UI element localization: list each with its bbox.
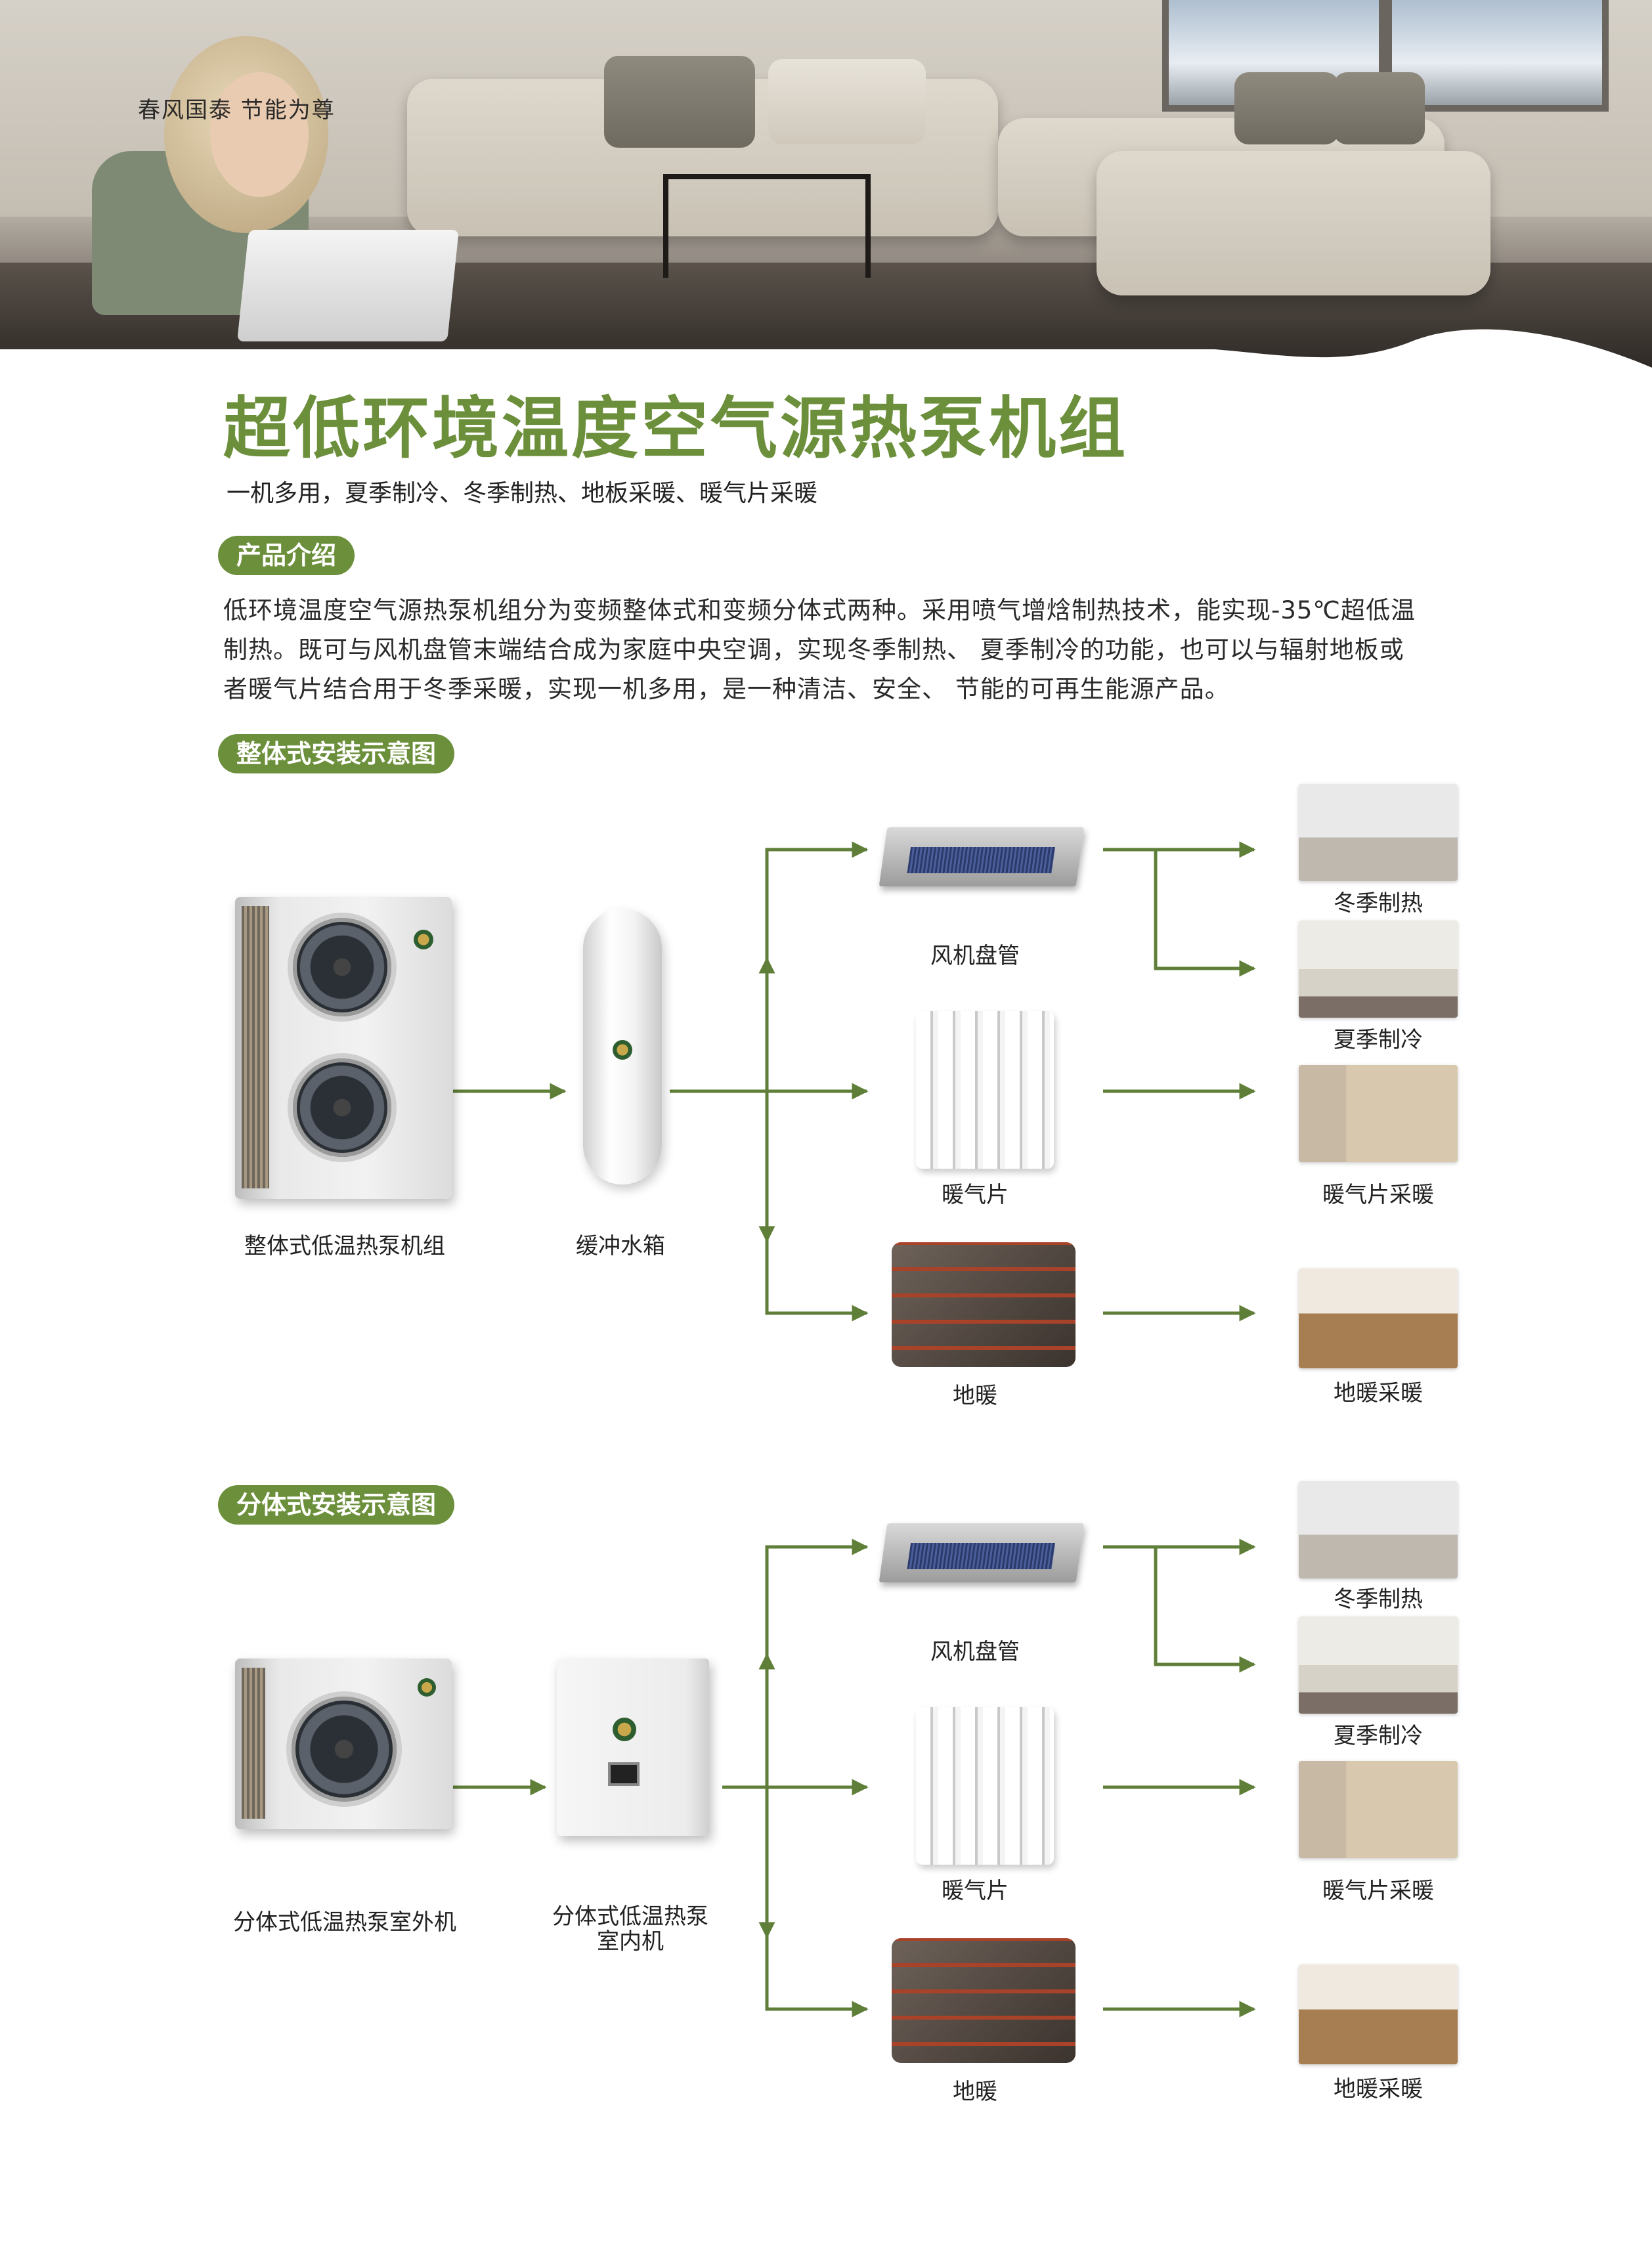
result-label: 地暖采暖 xyxy=(1334,2076,1423,2102)
winter-heating-photo xyxy=(1299,1481,1458,1578)
fan-coil-coil xyxy=(907,1543,1056,1569)
intro-line: 低环境温度空气源热泵机组分为变频整体式和变频分体式两种。采用喷气增焓制热技术，能… xyxy=(223,596,1416,624)
split-outdoor-unit xyxy=(235,1659,452,1829)
hero-curve xyxy=(0,329,1652,368)
floor-heating-photo xyxy=(1299,1964,1458,2064)
brand-logo-icon xyxy=(418,1678,436,1697)
fan-coil-unit xyxy=(879,1523,1085,1582)
unit-grille xyxy=(242,1668,265,1819)
slogan: 春风国泰 节能为尊 xyxy=(138,97,336,123)
buffer-tank xyxy=(583,909,662,1184)
terminal-label: 风机盘管 xyxy=(930,943,1020,969)
integral-flow-lines xyxy=(453,841,1256,1322)
integral-middle-label: 缓冲水箱 xyxy=(576,1233,665,1259)
result-label: 夏季制冷 xyxy=(1334,1027,1423,1053)
fan-icon xyxy=(286,1691,402,1807)
terminal-label: 暖气片 xyxy=(942,1878,1009,1904)
brand-logo-icon xyxy=(613,1040,632,1060)
control-screen xyxy=(608,1762,640,1786)
floor-heating-pipes xyxy=(892,1242,1076,1367)
radiator-heating-photo xyxy=(1299,1065,1458,1162)
hero-banner: 春风国泰 节能为尊 xyxy=(0,0,1652,368)
winter-heating-photo xyxy=(1299,784,1458,881)
integral-source-label: 整体式低温热泵机组 xyxy=(244,1233,445,1259)
hero-cushion xyxy=(1234,72,1339,144)
split-middle-label-line: 室内机 xyxy=(597,1928,664,1955)
integral-diagram: 整体式低温热泵机组 缓冲水箱 风机盘管 暖气片 地暖 冬季制热 夏季制冷 暖气片… xyxy=(0,768,1652,1458)
split-flow-lines xyxy=(453,1538,1256,2018)
result-label: 夏季制冷 xyxy=(1334,1723,1423,1749)
split-indoor-unit xyxy=(557,1659,709,1836)
integral-heat-pump-unit xyxy=(235,897,452,1199)
intro-line: 制热。既可与风机盘管末端结合成为家庭中央空调，实现冬季制热、 夏季制冷的功能，也… xyxy=(223,636,1404,664)
split-middle-label-line: 分体式低温热泵 xyxy=(552,1903,708,1930)
terminal-label: 暖气片 xyxy=(942,1182,1009,1208)
result-label: 冬季制热 xyxy=(1334,890,1423,917)
result-label: 暖气片采暖 xyxy=(1322,1182,1434,1208)
intro-paragraph: 低环境温度空气源热泵机组分为变频整体式和变频分体式两种。采用喷气增焓制热技术，能… xyxy=(223,591,1484,709)
brand-logo-icon xyxy=(613,1718,636,1741)
fan-coil-coil xyxy=(907,847,1056,873)
hero-cushion xyxy=(1333,72,1425,144)
section-heading-integral: 整体式安装示意图 xyxy=(218,734,455,773)
intro-line: 者暖气片结合用于冬季采暖，实现一机多用，是一种清洁、安全、 节能的可再生能源产品… xyxy=(223,675,1230,703)
radiator xyxy=(916,1011,1054,1169)
result-label: 地暖采暖 xyxy=(1334,1380,1423,1406)
summer-cooling-photo xyxy=(1299,1616,1458,1714)
result-label: 暖气片采暖 xyxy=(1322,1878,1434,1904)
terminal-label: 风机盘管 xyxy=(930,1639,1020,1665)
terminal-label: 地暖 xyxy=(953,1383,997,1409)
summer-cooling-photo xyxy=(1299,921,1458,1018)
fan-coil-unit xyxy=(879,827,1085,886)
hero-woman-face xyxy=(210,72,309,197)
section-heading-split: 分体式安装示意图 xyxy=(218,1485,455,1525)
split-middle-label: 分体式低温热泵 室内机 xyxy=(532,1904,729,1954)
page-subtitle: 一机多用，夏季制冷、冬季制热、地板采暖、暖气片采暖 xyxy=(227,480,818,507)
brand-logo-icon xyxy=(414,930,433,949)
radiator-heating-photo xyxy=(1299,1761,1458,1858)
hero-cushion xyxy=(604,56,755,148)
terminal-label: 地暖 xyxy=(953,2079,997,2105)
page-title: 超低环境温度空气源热泵机组 xyxy=(223,390,1128,468)
fan-icon xyxy=(288,913,397,1022)
split-source-label: 分体式低温热泵室外机 xyxy=(233,1909,456,1936)
floor-heating-photo xyxy=(1299,1269,1458,1368)
fan-icon xyxy=(288,1053,397,1162)
section-heading-intro: 产品介绍 xyxy=(218,536,355,575)
split-diagram: 分体式低温热泵室外机 分体式低温热泵 室内机 风机盘管 暖气片 地暖 冬季制热 … xyxy=(0,1481,1652,2200)
result-label: 冬季制热 xyxy=(1334,1586,1423,1613)
hero-chaise xyxy=(1097,151,1490,295)
unit-grille xyxy=(242,906,269,1188)
hero-cushion xyxy=(768,59,926,144)
hero-coffee-table xyxy=(663,174,871,278)
radiator xyxy=(916,1707,1054,1865)
floor-heating-pipes xyxy=(892,1938,1076,2063)
